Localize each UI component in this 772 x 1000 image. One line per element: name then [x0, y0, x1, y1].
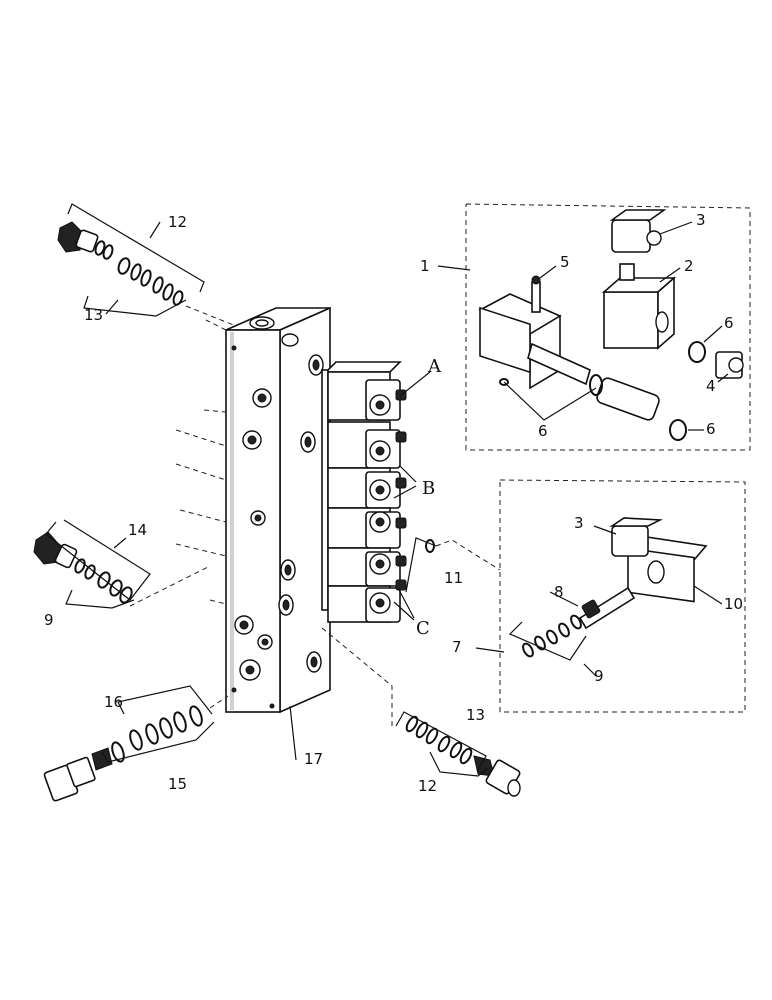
label-5: 5: [560, 253, 570, 271]
label-13-bottom: 13: [466, 706, 485, 724]
label-17: 17: [304, 750, 323, 768]
solenoid-unit-4: [327, 507, 407, 549]
label-C: C: [416, 618, 430, 639]
relief-valve-left: [33, 531, 133, 604]
label-16: 16: [104, 693, 123, 711]
label-9-right: 9: [594, 667, 604, 685]
label-9-left: 9: [44, 611, 54, 629]
label-B: B: [422, 478, 435, 499]
solenoid-unit-6: [327, 579, 407, 623]
relief-valve-bottom-right: [405, 715, 521, 797]
label-1: 1: [420, 257, 430, 275]
manifold-block: [225, 306, 331, 714]
label-3-top: 3: [696, 211, 706, 229]
solenoid-unit-2: [327, 421, 407, 469]
relief-valve-top-left: [57, 221, 184, 306]
label-A: A: [427, 356, 442, 377]
label-10: 10: [724, 595, 743, 613]
detail-box-cartridge-valve: [499, 479, 746, 713]
label-8: 8: [554, 583, 564, 601]
label-6-right-top: 6: [724, 314, 734, 332]
solenoid-valve-stack: [321, 361, 407, 623]
label-14: 14: [128, 521, 147, 539]
label-12-top: 12: [168, 213, 187, 231]
label-6-right-bottom: 6: [706, 420, 716, 438]
port-dash-lines: [175, 319, 227, 605]
detail-box-solenoid-valve: [465, 203, 751, 451]
solenoid-unit-3: [327, 467, 407, 509]
label-13-top: 13: [84, 306, 103, 324]
label-12-bottom: 12: [418, 777, 437, 795]
callout-labels: 1 2 3 4 5 6 6 6 7 8 9 3 10 11 12 13 14 9…: [44, 211, 743, 795]
label-3-right: 3: [574, 514, 584, 532]
o-ring-11: [425, 539, 435, 553]
solenoid-unit-1: [327, 371, 407, 421]
plug-bottom-left: [43, 705, 203, 802]
label-6-bottom: 6: [538, 422, 548, 440]
label-2: 2: [684, 257, 694, 275]
label-4: 4: [706, 377, 716, 395]
label-7: 7: [452, 638, 462, 656]
solenoid-unit-5: [327, 547, 407, 587]
label-11: 11: [444, 569, 463, 587]
label-15: 15: [168, 775, 187, 793]
